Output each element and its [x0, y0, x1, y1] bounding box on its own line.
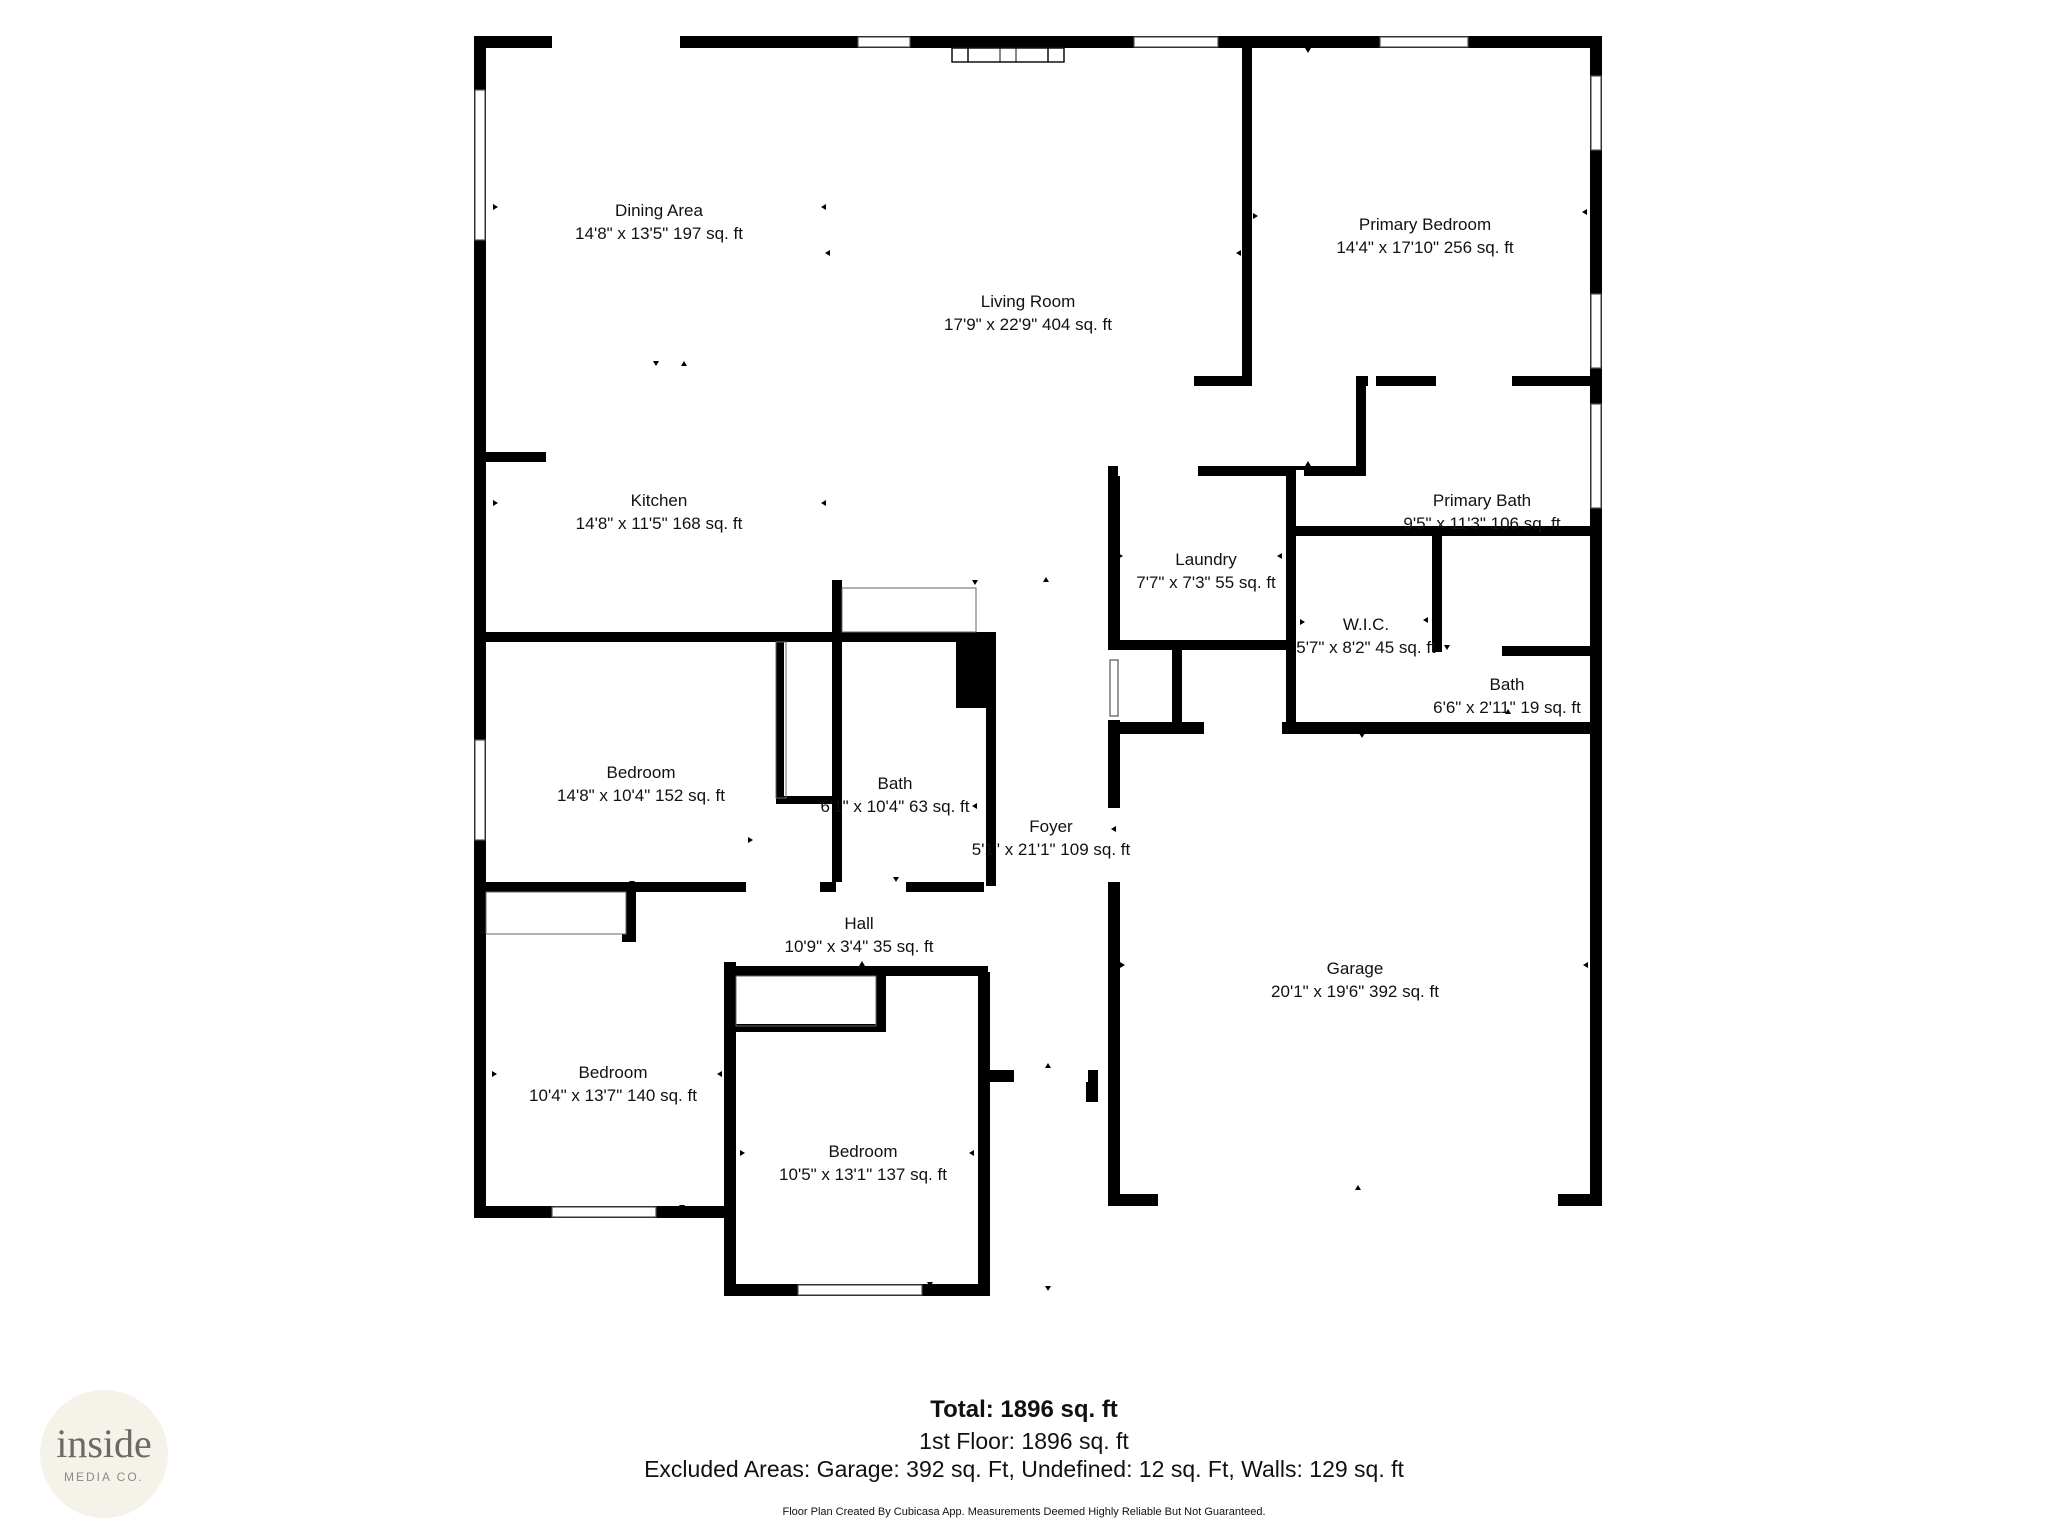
room-name-garage: Garage — [1327, 959, 1384, 978]
room-name-bedroom-2: Bedroom — [579, 1063, 648, 1082]
room-name-living: Living Room — [981, 292, 1076, 311]
dimension-tick-icon — [927, 1282, 933, 1287]
dimension-tick-icon — [1118, 553, 1123, 559]
room-name-hall: Hall — [844, 914, 873, 933]
room-dims-primary-bedroom: 14'4" x 17'10" 256 sq. ft — [1336, 238, 1514, 257]
dimension-tick-icon — [629, 635, 635, 640]
room-name-dining: Dining Area — [615, 201, 703, 220]
room-dims-bedroom-1: 14'8" x 10'4" 152 sq. ft — [557, 786, 725, 805]
dimension-tick-icon — [859, 961, 865, 966]
room-dims-wic: 5'7" x 8'2" 45 sq. ft — [1296, 638, 1436, 657]
dimension-tick-icon — [493, 500, 498, 506]
room-dims-bedroom-2: 10'4" x 13'7" 140 sq. ft — [529, 1086, 697, 1105]
logo-badge-icon: inside MEDIA CO. — [40, 1390, 168, 1518]
room-dims-bath-small: 6'6" x 2'11" 19 sq. ft — [1433, 698, 1581, 717]
dimension-tick-icon — [1423, 617, 1428, 623]
dimension-tick-icon — [1583, 962, 1588, 968]
dimension-tick-icon — [821, 500, 826, 506]
dimension-tick-icon — [1355, 1185, 1361, 1190]
dimension-tick-icon — [825, 250, 830, 256]
window-icon — [857, 36, 911, 48]
dimension-tick-icon — [1120, 962, 1125, 968]
room-name-foyer: Foyer — [1029, 817, 1073, 836]
dimension-tick-icon — [896, 635, 902, 640]
windows — [474, 36, 1602, 1296]
closet-outlines — [485, 587, 977, 1027]
room-dims-laundry: 7'7" x 7'3" 55 sq. ft — [1136, 573, 1276, 592]
window-icon — [474, 739, 486, 841]
dimension-tick-icon — [893, 877, 899, 882]
window-icon — [1590, 293, 1602, 369]
window-icon — [474, 89, 486, 241]
window-icon — [1133, 36, 1219, 48]
room-dims-foyer: 5'1" x 21'1" 109 sq. ft — [972, 840, 1131, 859]
dimension-tick-icon — [1444, 645, 1450, 650]
dimension-tick-icon — [1236, 250, 1241, 256]
dimension-tick-icon — [1305, 48, 1311, 53]
room-dims-hall: 10'9" x 3'4" 35 sq. ft — [785, 937, 934, 956]
dimension-tick-icon — [683, 632, 689, 637]
dimension-tick-icon — [1111, 826, 1116, 832]
logo-sub-text: MEDIA CO. — [63, 1470, 144, 1484]
room-dims-dining: 14'8" x 13'5" 197 sq. ft — [575, 224, 743, 243]
room-name-laundry: Laundry — [1175, 550, 1237, 569]
dimension-tick-icon — [972, 580, 978, 585]
room-dims-bath-hall: 6'1" x 10'4" 63 sq. ft — [821, 797, 970, 816]
dimension-tick-icon — [821, 204, 826, 210]
excluded-areas: Excluded Areas: Garage: 392 sq. Ft, Unde… — [644, 1456, 1404, 1482]
dimension-tick-icon — [629, 881, 635, 886]
dimension-tick-icon — [681, 361, 687, 366]
room-name-bath-small: Bath — [1490, 675, 1525, 694]
window-icon — [797, 1284, 923, 1296]
dimension-tick-icon — [972, 803, 977, 809]
dimension-tick-icon — [1277, 553, 1282, 559]
room-name-wic: W.I.C. — [1343, 615, 1389, 634]
dimension-tick-icon — [1305, 461, 1311, 466]
room-name-bath-hall: Bath — [878, 774, 913, 793]
dimension-tick-icon — [969, 1150, 974, 1156]
window-icon — [1590, 75, 1602, 151]
dimension-ticks — [492, 48, 1588, 1291]
dimension-tick-icon — [1582, 209, 1587, 215]
interior-walls — [486, 36, 1602, 1096]
dimension-tick-icon — [1359, 733, 1365, 738]
window-icon — [1379, 36, 1469, 48]
dimension-tick-icon — [989, 826, 994, 832]
dimension-tick-icon — [740, 1150, 745, 1156]
room-labels: Dining Area 14'8" x 13'5" 197 sq. ft Liv… — [529, 201, 1581, 1184]
dimension-tick-icon — [717, 1071, 722, 1077]
total-area: Total: 1896 sq. ft — [930, 1396, 1118, 1423]
dimension-tick-icon — [1201, 640, 1207, 645]
dimension-tick-icon — [492, 1071, 497, 1077]
room-dims-garage: 20'1" x 19'6" 392 sq. ft — [1271, 982, 1439, 1001]
floor-area: 1st Floor: 1896 sq. ft — [919, 1428, 1129, 1454]
room-name-bedroom-3: Bedroom — [829, 1142, 898, 1161]
dimension-tick-icon — [679, 1205, 685, 1210]
dimension-tick-icon — [1045, 1286, 1051, 1291]
room-name-bedroom-1: Bedroom — [607, 763, 676, 782]
logo-main-text: inside — [56, 1421, 152, 1466]
dimension-tick-icon — [1045, 1063, 1051, 1068]
room-dims-living: 17'9" x 22'9" 404 sq. ft — [944, 315, 1112, 334]
dimension-tick-icon — [1505, 709, 1511, 714]
credit-disclaimer: Floor Plan Created By Cubicasa App. Meas… — [782, 1506, 1266, 1518]
room-dims-primary-bath: 9'5" x 11'3" 106 sq. ft — [1403, 514, 1560, 533]
dimension-tick-icon — [653, 361, 659, 366]
dimension-tick-icon — [1253, 213, 1258, 219]
room-dims-kitchen: 14'8" x 11'5" 168 sq. ft — [576, 514, 743, 533]
dimension-tick-icon — [1300, 619, 1305, 625]
room-dims-bedroom-3: 10'5" x 13'1" 137 sq. ft — [779, 1165, 947, 1184]
fireplace-icon — [951, 47, 1065, 63]
room-name-primary-bedroom: Primary Bedroom — [1359, 215, 1491, 234]
window-icon — [1109, 659, 1119, 717]
dimension-tick-icon — [675, 887, 681, 892]
dimension-tick-icon — [1043, 577, 1049, 582]
dimension-tick-icon — [493, 204, 498, 210]
window-icon — [1590, 403, 1602, 509]
room-name-primary-bath: Primary Bath — [1433, 491, 1531, 510]
room-name-kitchen: Kitchen — [631, 491, 688, 510]
window-icon — [551, 1206, 657, 1218]
dimension-tick-icon — [748, 837, 753, 843]
